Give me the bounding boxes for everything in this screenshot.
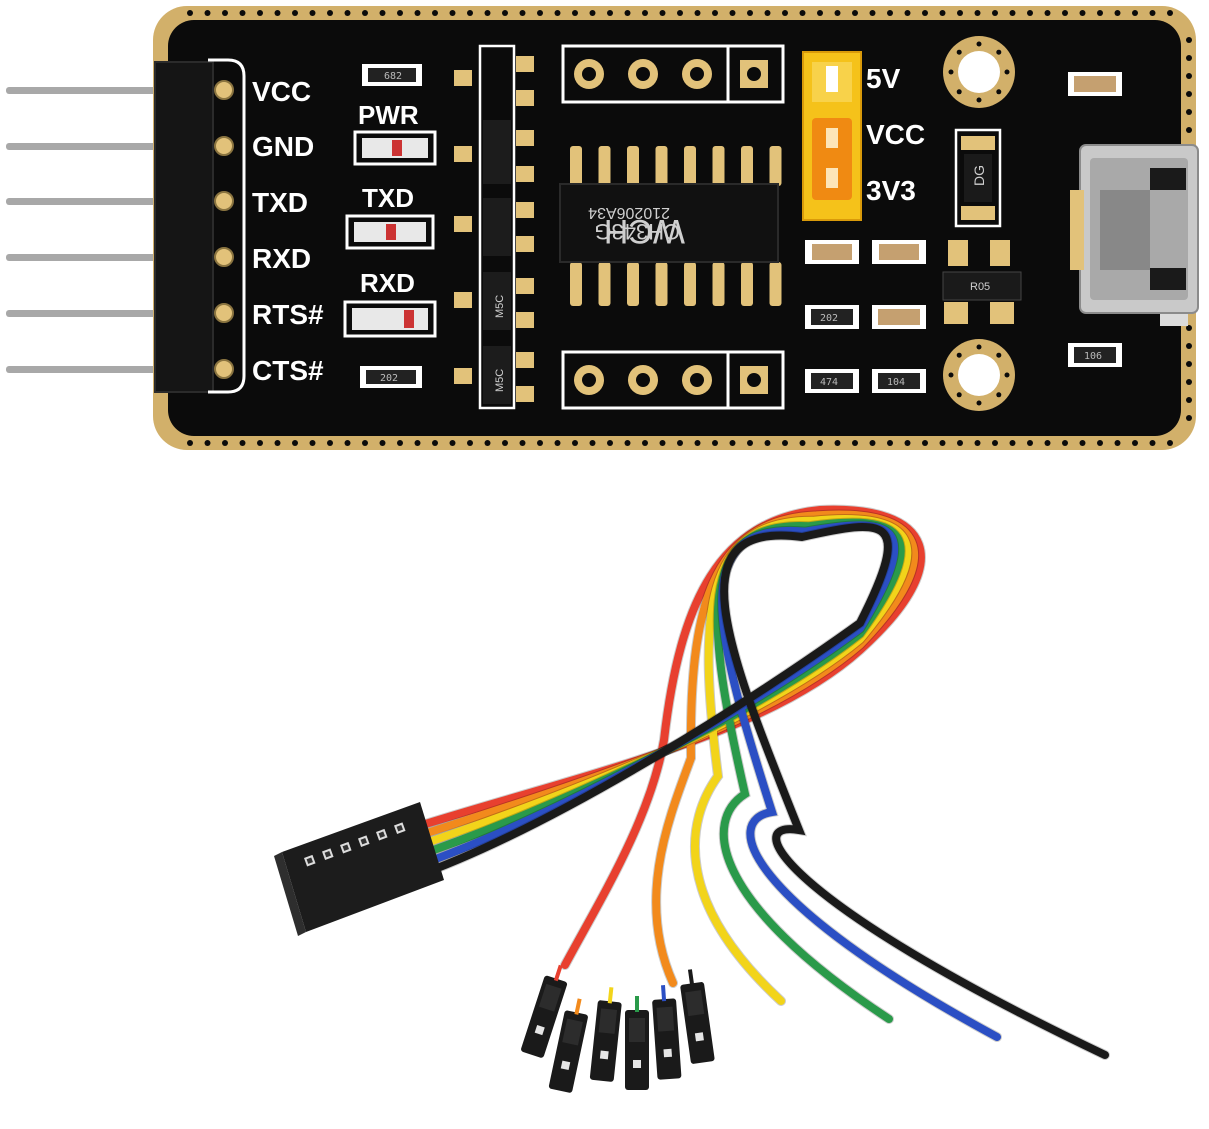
smd-parts-right: 202 474 104 106 xyxy=(805,72,1122,393)
svg-text:474: 474 xyxy=(820,377,838,388)
resistor-682: 682 xyxy=(362,64,422,86)
jumper-label-5v: 5V xyxy=(866,63,901,94)
pin-label-rts: RTS# xyxy=(252,299,324,330)
usb-uart-board: VCC GND TXD RXD RTS# CTS# 682 PWR TXD RX… xyxy=(6,6,1199,450)
chip-lot: 210206A34 xyxy=(588,204,670,221)
led-label-pwr: PWR xyxy=(358,100,419,130)
pin-label-cts: CTS# xyxy=(252,355,324,386)
svg-text:106: 106 xyxy=(1084,351,1102,362)
diode-dg: DG xyxy=(954,128,1002,228)
chip-brand: WCH xyxy=(604,212,685,250)
svg-text:202: 202 xyxy=(820,313,838,324)
edge-vias xyxy=(187,10,1192,446)
led-label-rxd: RXD xyxy=(360,268,415,298)
jumper-cable-bundle xyxy=(274,504,1110,1093)
header-4pin-bottom xyxy=(561,350,785,410)
led-txd xyxy=(345,214,435,250)
mounting-hole-top xyxy=(943,36,1015,108)
female-header-6pin xyxy=(274,802,444,936)
svg-text:202: 202 xyxy=(380,373,398,384)
chip-part: CH343G xyxy=(594,219,680,244)
pin-header-housing xyxy=(154,61,214,393)
jumper-label-vcc: VCC xyxy=(866,119,925,150)
led-pwr xyxy=(353,130,437,166)
dupont-ends xyxy=(521,964,715,1093)
power-select-jumper xyxy=(802,51,862,221)
pin-label-txd: TXD xyxy=(252,187,308,218)
ch343g-chip: WCH CH343G 210206A34 xyxy=(559,146,782,306)
resistor-202-left: 202 xyxy=(360,366,422,388)
regulator-r05: R05 xyxy=(942,240,1022,324)
sot23-transistors: M5C M5C xyxy=(454,44,534,410)
svg-text:R05: R05 xyxy=(970,281,990,293)
pin-label-gnd: GND xyxy=(252,131,314,162)
led-rxd xyxy=(343,300,437,338)
mounting-hole-bottom xyxy=(943,339,1015,411)
svg-text:DG: DG xyxy=(971,165,987,186)
svg-text:104: 104 xyxy=(887,377,905,388)
led-label-txd: TXD xyxy=(362,183,414,213)
micro-usb-connector xyxy=(1070,144,1199,326)
svg-text:M5C: M5C xyxy=(494,295,506,318)
jumper-label-3v3: 3V3 xyxy=(866,175,916,206)
header-4pin-top xyxy=(561,44,785,104)
svg-text:M5C: M5C xyxy=(494,369,506,392)
pin-label-rxd: RXD xyxy=(252,243,311,274)
svg-text:682: 682 xyxy=(384,71,402,82)
header-pins xyxy=(6,87,166,373)
pin-label-vcc: VCC xyxy=(252,76,311,107)
pin-pads xyxy=(214,80,234,379)
